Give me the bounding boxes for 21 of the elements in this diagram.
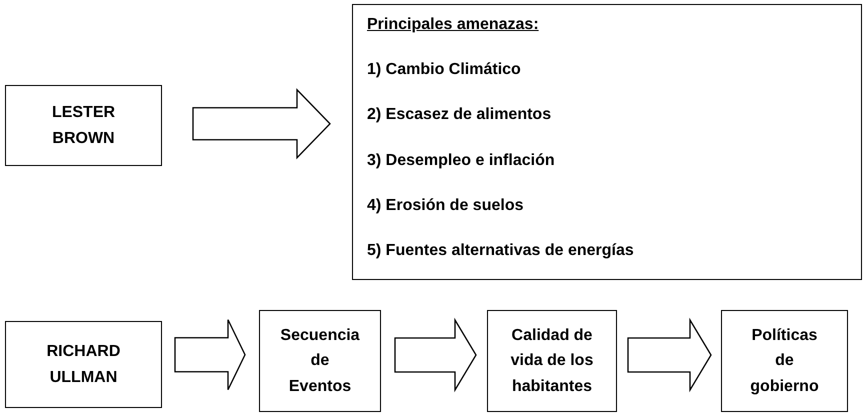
text-box [5, 321, 162, 408]
list-box [352, 4, 862, 280]
text-box [721, 310, 848, 412]
block-arrow [192, 88, 331, 160]
list-item: 3) Desempleo e inflación [367, 150, 555, 170]
node-label: Calidad de vida de los habitantes [510, 326, 594, 397]
text-box [5, 85, 162, 166]
text-box [487, 310, 617, 412]
list-item: 4) Erosión de suelos [367, 196, 524, 215]
node-label: Políticas de gobierno [749, 326, 820, 397]
node-label: LESTER BROWN [50, 102, 116, 148]
list-item: 1) Cambio Climático [367, 60, 521, 80]
block-arrow [394, 318, 477, 392]
node-label: Secuencia de Eventos [279, 326, 361, 397]
text-box [259, 310, 381, 412]
block-arrow [627, 318, 712, 392]
block-arrow [174, 319, 246, 390]
list-heading: Principales amenazas: [367, 15, 539, 34]
list-item: 2) Escasez de alimentos [367, 105, 552, 125]
list-item: 5) Fuentes alternativas de energías [367, 240, 634, 260]
node-label: RICHARD ULLMAN [46, 342, 122, 388]
